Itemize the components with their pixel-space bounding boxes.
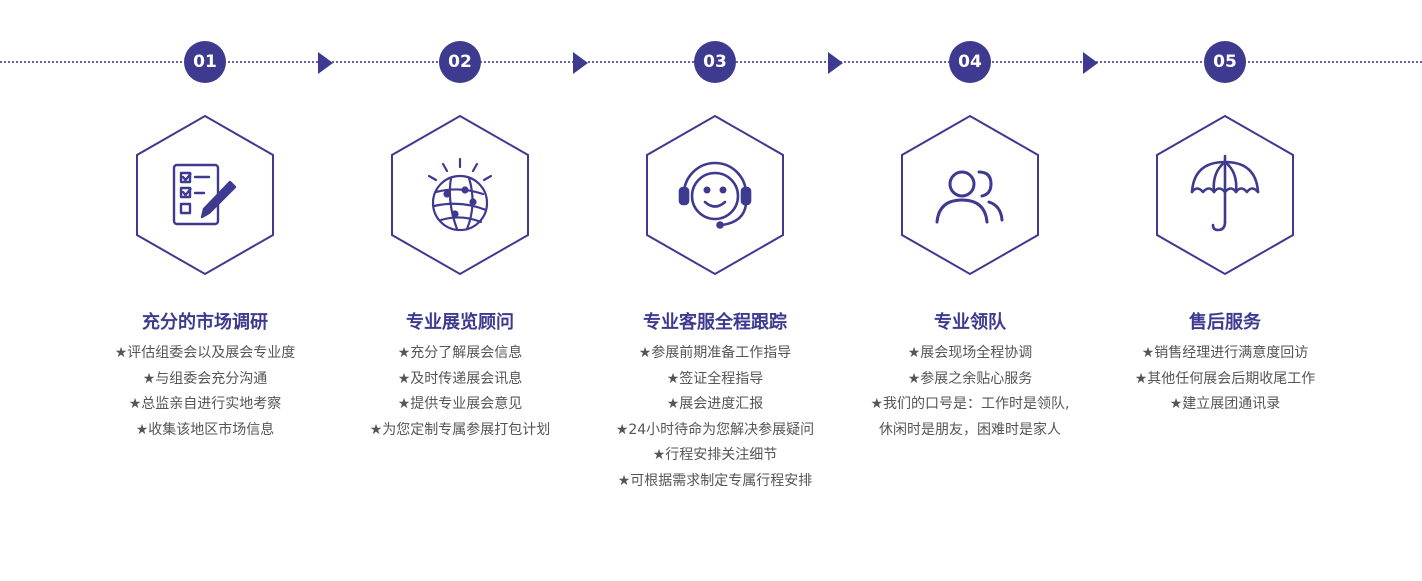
step-title: 售后服务: [1189, 312, 1261, 333]
step-column-4: 专业领队 ★展会现场全程协调 ★参展之余贴心服务 ★我们的口号是：工作时是领队,…: [840, 114, 1100, 443]
step-item-list: ★充分了解展会信息 ★及时传递展会讯息 ★提供专业展会意见 ★为您定制专属参展打…: [330, 341, 590, 443]
step-number-5: 05: [1204, 41, 1246, 83]
step-number-1: 01: [184, 41, 226, 83]
list-item: ★展会进度汇报: [666, 396, 764, 412]
list-item: ★总监亲自进行实地考察: [128, 396, 282, 412]
list-item: ★为您定制专属参展打包计划: [369, 421, 551, 438]
checklist-pencil-icon: [172, 163, 237, 226]
step-column-5: 售后服务 ★销售经理进行满意度回访 ★其他任何展会后期收尾工作 ★建立展团通讯录: [1095, 114, 1355, 418]
arrow-right-icon: [573, 52, 588, 74]
arrow-right-icon: [828, 52, 843, 74]
list-item: ★参展前期准备工作指导: [638, 345, 792, 361]
list-item: ★建立展团通讯录: [1169, 396, 1281, 412]
hexagon-frame: [391, 114, 529, 276]
step-item-list: ★销售经理进行满意度回访 ★其他任何展会后期收尾工作 ★建立展团通讯录: [1095, 341, 1355, 418]
arrow-right-icon: [1083, 52, 1098, 74]
list-item: ★可根据需求制定专属行程安排: [617, 472, 813, 489]
hexagon-frame: [1156, 114, 1294, 276]
team-users-icon: [935, 170, 1004, 224]
step-title: 专业客服全程跟踪: [643, 312, 787, 333]
step-item-list: ★评估组委会以及展会专业度 ★与组委会充分沟通 ★总监亲自进行实地考察 ★收集该…: [75, 341, 335, 443]
list-item: ★我们的口号是：工作时是领队,: [870, 396, 1070, 412]
step-column-2: 专业展览顾问 ★充分了解展会信息 ★及时传递展会讯息 ★提供专业展会意见 ★为您…: [330, 114, 590, 443]
smiley-headset-icon: [678, 161, 752, 229]
list-item: ★与组委会充分沟通: [142, 370, 268, 387]
step-title: 专业领队: [934, 312, 1006, 333]
list-item: ★其他任何展会后期收尾工作: [1134, 370, 1316, 387]
list-item: ★提供专业展会意见: [397, 396, 523, 412]
list-item: ★参展之余贴心服务: [907, 370, 1033, 387]
list-item: ★24小时待命为您解决参展疑问: [615, 421, 815, 438]
list-item: ★签证全程指导: [666, 370, 764, 387]
step-title: 专业展览顾问: [406, 312, 514, 333]
list-item: ★展会现场全程协调: [907, 345, 1033, 361]
step-item-list: ★参展前期准备工作指导 ★签证全程指导 ★展会进度汇报 ★24小时待命为您解决参…: [585, 341, 845, 494]
list-item: 休闲时是朋友，困难时是家人: [879, 421, 1061, 438]
step-item-list: ★展会现场全程协调 ★参展之余贴心服务 ★我们的口号是：工作时是领队, 休闲时是…: [840, 341, 1100, 443]
step-column-1: 充分的市场调研 ★评估组委会以及展会专业度 ★与组委会充分沟通 ★总监亲自进行实…: [75, 114, 335, 443]
list-item: ★销售经理进行满意度回访: [1141, 345, 1309, 361]
step-number-3: 03: [694, 41, 736, 83]
list-item: ★及时传递展会讯息: [397, 370, 523, 387]
step-column-3: 专业客服全程跟踪 ★参展前期准备工作指导 ★签证全程指导 ★展会进度汇报 ★24…: [585, 114, 845, 494]
step-number-4: 04: [949, 41, 991, 83]
step-title: 充分的市场调研: [142, 312, 268, 333]
list-item: ★收集该地区市场信息: [135, 421, 275, 438]
arrow-right-icon: [318, 52, 333, 74]
hexagon-frame: [136, 114, 274, 276]
umbrella-icon: [1190, 154, 1260, 232]
list-item: ★行程安排关注细节: [652, 447, 778, 463]
list-item: ★评估组委会以及展会专业度: [114, 345, 296, 361]
globe-network-icon: [427, 157, 493, 232]
step-number-2: 02: [439, 41, 481, 83]
hexagon-frame: [901, 114, 1039, 276]
list-item: ★充分了解展会信息: [397, 345, 523, 361]
hexagon-frame: [646, 114, 784, 276]
